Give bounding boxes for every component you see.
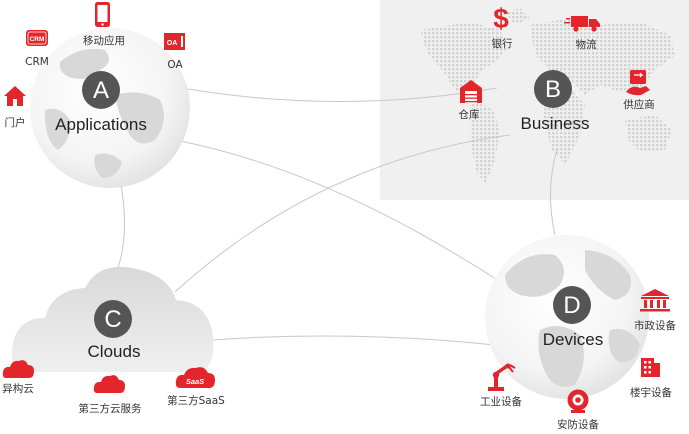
title-applications: Applications (55, 115, 147, 134)
mobile-phone-icon (95, 2, 110, 27)
crm-icon-text: CRM (30, 36, 45, 43)
label-security: 安防设备 (557, 418, 599, 431)
security-camera-icon (567, 389, 589, 413)
node-devices: D Devices (543, 286, 603, 349)
badge-letter-b: B (545, 76, 561, 103)
label-crm: CRM (25, 56, 49, 68)
cloud-icon (93, 375, 125, 393)
label-supplier: 供应商 (623, 98, 655, 111)
dotted-world-map (420, 8, 675, 185)
label-mobile-app: 移动应用 (83, 34, 125, 47)
label-oa: OA (167, 59, 183, 71)
node-business: B Business (521, 70, 590, 133)
dollar-icon: $ (493, 3, 509, 34)
label-third-party-cloud: 第三方云服务 (79, 402, 142, 415)
label-logistics: 物流 (576, 38, 597, 51)
cloud-icon (2, 360, 35, 378)
robot-arm-icon (488, 363, 516, 391)
badge-letter-d: D (563, 292, 580, 319)
label-portal: 门户 (5, 116, 26, 129)
globe-applications (30, 28, 190, 188)
label-bank: 银行 (492, 37, 513, 50)
title-business: Business (521, 114, 590, 133)
truck-icon (564, 16, 600, 32)
label-building: 楼宇设备 (630, 386, 672, 399)
oa-icon-text: OA (167, 40, 178, 47)
saas-cloud-icon: SaaS (175, 367, 215, 388)
label-industrial: 工业设备 (480, 395, 522, 408)
government-building-icon (640, 289, 670, 312)
node-clouds: C Clouds (88, 300, 141, 361)
crm-icon: CRM (26, 30, 48, 46)
supplier-handshake-icon (626, 70, 650, 96)
badge-letter-c: C (104, 306, 121, 333)
house-icon (4, 86, 26, 106)
saas-icon-text: SaaS (186, 377, 204, 386)
label-hetero-cloud: 异构云 (2, 382, 34, 395)
label-warehouse: 仓库 (459, 108, 480, 121)
oa-icon: OA (164, 33, 185, 50)
title-devices: Devices (543, 330, 603, 349)
badge-letter-a: A (93, 77, 109, 104)
title-clouds: Clouds (88, 342, 141, 361)
node-applications: A Applications (55, 71, 147, 134)
label-municipal: 市政设备 (634, 319, 676, 332)
warehouse-icon (460, 80, 482, 103)
svg-text:$: $ (493, 3, 509, 34)
label-saas: 第三方SaaS (167, 394, 225, 407)
connectors (117, 87, 558, 346)
office-building-icon (641, 358, 660, 377)
